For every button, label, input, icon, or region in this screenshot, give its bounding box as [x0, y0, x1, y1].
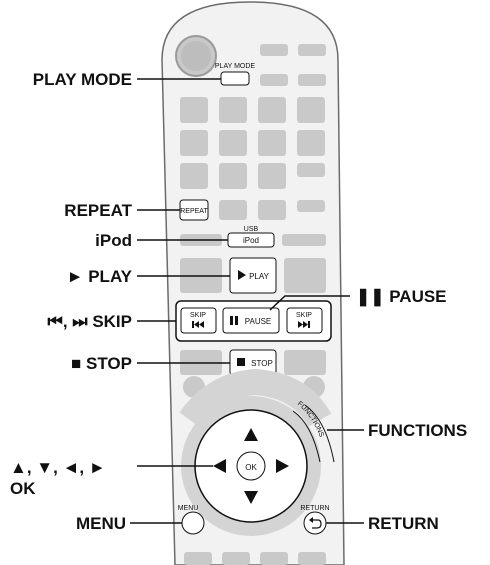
- right-stop-row-button[interactable]: [284, 350, 326, 375]
- pause-icon: [230, 316, 238, 325]
- skip-next-icon: [298, 321, 310, 328]
- ok-button-label: OK: [245, 463, 257, 472]
- callout-pause: ❚❚ PAUSE: [356, 287, 447, 307]
- bottom-button[interactable]: [298, 552, 326, 565]
- return-button-label: RETURN: [300, 505, 329, 512]
- bottom-button[interactable]: [184, 552, 212, 565]
- callout-play-mode: PLAY MODE: [33, 70, 132, 89]
- callout-arrows: ▲, ▼, ◄, ►: [10, 458, 106, 477]
- ipod-button-label: iPod: [243, 236, 259, 245]
- num-button[interactable]: [258, 97, 286, 123]
- leader-pause: [269, 295, 350, 311]
- skip-back-label: SKIP: [190, 312, 206, 319]
- play-button-label: PLAY: [249, 272, 270, 281]
- skip-back-button[interactable]: [180, 307, 217, 334]
- pause-button-label: PAUSE: [245, 317, 272, 326]
- usb-label: USB: [244, 226, 259, 233]
- arrow-left-icon[interactable]: [213, 459, 226, 473]
- arrow-right-icon[interactable]: [276, 459, 289, 473]
- play-mode-label: PLAY MODE: [215, 63, 256, 70]
- num-button[interactable]: [297, 163, 325, 177]
- repeat-button-label: REPEAT: [180, 208, 208, 215]
- callout-skip: ⏮, ⏭ SKIP: [48, 312, 132, 331]
- row-button[interactable]: [219, 200, 247, 220]
- top-button-2[interactable]: [298, 44, 326, 56]
- skip-forward-button[interactable]: [286, 307, 323, 334]
- play-mode-button[interactable]: [220, 71, 250, 86]
- row-button[interactable]: [297, 200, 325, 212]
- bottom-button[interactable]: [260, 552, 288, 565]
- top-button-4[interactable]: [298, 74, 326, 86]
- right-tall-button[interactable]: [284, 258, 326, 293]
- num-button[interactable]: [297, 130, 325, 156]
- skip-previous-icon: [192, 321, 204, 328]
- stop-button-label: STOP: [251, 359, 273, 368]
- num-button[interactable]: [180, 130, 208, 156]
- callout-stop: ■ STOP: [71, 354, 132, 373]
- power-button-inner: [181, 41, 211, 71]
- top-button-1[interactable]: [260, 44, 288, 56]
- callout-ok: OK: [10, 479, 36, 498]
- skip-forward-label: SKIP: [296, 312, 312, 319]
- row-button[interactable]: [258, 200, 286, 220]
- num-button[interactable]: [180, 97, 208, 123]
- stop-icon: [237, 358, 245, 366]
- top-button-3[interactable]: [260, 74, 288, 86]
- arrow-up-icon[interactable]: [244, 428, 258, 441]
- num-button[interactable]: [180, 163, 208, 189]
- bottom-button[interactable]: [222, 552, 250, 565]
- number-pad: [180, 97, 325, 189]
- menu-button[interactable]: [181, 511, 205, 535]
- num-button[interactable]: [219, 163, 247, 189]
- callout-play: ► PLAY: [67, 267, 133, 286]
- num-button[interactable]: [258, 163, 286, 189]
- arrow-down-icon[interactable]: [244, 491, 258, 504]
- menu-button-label: MENU: [178, 505, 199, 512]
- play-icon: [238, 270, 246, 280]
- num-button[interactable]: [219, 130, 247, 156]
- pause-button[interactable]: [222, 307, 280, 334]
- callout-menu: MENU: [76, 514, 126, 533]
- num-button[interactable]: [219, 97, 247, 123]
- callout-repeat: REPEAT: [64, 201, 132, 220]
- num-button[interactable]: [297, 97, 325, 123]
- num-button[interactable]: [258, 130, 286, 156]
- callout-return: RETURN: [368, 514, 439, 533]
- callout-functions: FUNCTIONS: [368, 421, 467, 440]
- return-icon: [309, 517, 322, 529]
- right-wide-button[interactable]: [282, 234, 326, 246]
- callout-ipod: iPod: [95, 231, 132, 250]
- ok-button[interactable]: [236, 451, 266, 481]
- leader-lines: [130, 78, 364, 524]
- return-button[interactable]: [303, 511, 327, 535]
